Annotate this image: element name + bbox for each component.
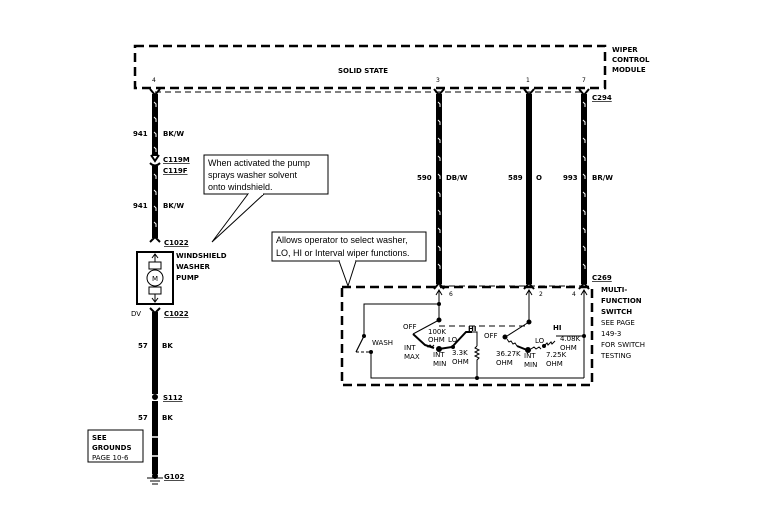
circuit-589-number: 589 xyxy=(508,174,523,182)
module-pin-7: 7 xyxy=(582,77,586,84)
circuit-941b-number: 941 xyxy=(133,202,148,210)
label-3.3k-2: OHM xyxy=(452,358,469,366)
switch-pin-2: 2 xyxy=(539,291,543,298)
circuit-57-number: 57 xyxy=(138,342,148,350)
circuit-57b-color: BK xyxy=(162,414,173,422)
circuit-57-color: BK xyxy=(162,342,173,350)
wire-57-upper xyxy=(152,312,158,394)
g102-label: G102 xyxy=(164,473,184,481)
wire-941-upper xyxy=(149,88,161,156)
switch-callout-line1: Allows operator to select washer, xyxy=(276,235,408,245)
label-36.27k-2: OHM xyxy=(496,359,513,367)
splice-s112-dot xyxy=(152,394,158,400)
wire-941-lower xyxy=(149,166,161,243)
pump-name-line2: WASHER xyxy=(176,263,211,271)
circuit-589-color: O xyxy=(536,174,542,182)
module-pin-1: 1 xyxy=(526,77,530,84)
grounds-note-line3: PAGE 10-6 xyxy=(92,454,129,462)
c1022-bottom-label: C1022 xyxy=(164,310,189,318)
switch-name-line2: FUNCTION xyxy=(601,297,642,305)
wire-590 xyxy=(433,88,445,290)
pump-name-line3: PUMP xyxy=(176,274,199,282)
pin-dv-label: DV xyxy=(131,310,141,318)
c1022-top-label: C1022 xyxy=(164,239,189,247)
module-name-line3: MODULE xyxy=(612,66,646,74)
label-3.3k-1: 3.3K xyxy=(452,349,468,357)
wire-57-lower xyxy=(152,401,158,474)
wiper-control-module: SOLID STATE 4 3 1 7 WIPER CONTROL MODULE xyxy=(133,44,650,90)
circuit-941-number: 941 xyxy=(133,130,148,138)
label-4.08k-1: 4.08K xyxy=(560,335,581,343)
label-off-2: OFF xyxy=(484,332,498,340)
module-pin-4: 4 xyxy=(152,77,156,84)
label-int-max-2: MAX xyxy=(404,353,420,361)
c119m-label: C119M xyxy=(163,156,190,164)
motor-symbol: M xyxy=(152,275,158,283)
wire-993 xyxy=(578,88,590,290)
pump-callout-line2: sprays washer solvent xyxy=(208,170,298,180)
c119f-label: C119F xyxy=(163,167,188,175)
label-7.25k-1: 7.25K xyxy=(546,351,567,359)
multifunction-switch xyxy=(340,285,594,387)
pump-callout-line3: onto windshield. xyxy=(208,182,273,192)
switch-note-line2: 149-3 xyxy=(601,330,621,338)
circuit-993-number: 993 xyxy=(563,174,578,182)
label-100k-2: OHM xyxy=(428,336,445,344)
label-off-1: OFF xyxy=(403,323,417,331)
switch-note-line3: FOR SWITCH xyxy=(601,341,645,349)
switch-callout: Allows operator to select washer, LO, HI… xyxy=(271,231,427,288)
switch-callout-line2: LO, HI or Interval wiper functions. xyxy=(276,248,410,258)
motor-icon xyxy=(146,269,164,287)
c294-label: C294 xyxy=(592,94,612,102)
label-lo-1: LO xyxy=(448,336,458,344)
switch-note-line1: SEE PAGE xyxy=(601,319,635,327)
label-int-min-2a: INT xyxy=(524,352,536,360)
label-int-min-1b: MIN xyxy=(433,360,446,368)
label-hi-1: HI xyxy=(468,325,476,333)
switch-pin-4: 4 xyxy=(572,291,576,298)
label-lo-2: LO xyxy=(535,337,545,345)
label-hi-2: HI xyxy=(553,324,561,332)
circuit-941b-color: BK/W xyxy=(163,202,184,210)
module-inner-label: SOLID STATE xyxy=(338,67,388,75)
circuit-941-color: BK/W xyxy=(163,130,184,138)
pump-callout: When activated the pump sprays washer so… xyxy=(203,154,329,243)
ground-icon xyxy=(147,473,163,485)
label-4.08k-2: OHM xyxy=(560,344,577,352)
label-int-min-1a: INT xyxy=(433,351,445,359)
switch-name-line3: SWITCH xyxy=(601,308,632,316)
circuit-590-number: 590 xyxy=(417,174,432,182)
module-name-line2: CONTROL xyxy=(612,56,650,64)
wire-589 xyxy=(523,88,535,290)
pump-callout-line1: When activated the pump xyxy=(208,158,310,168)
label-100k-1: 100K xyxy=(428,328,446,336)
circuit-57b-number: 57 xyxy=(138,414,148,422)
switch-name-line1: MULTI- xyxy=(601,286,627,294)
grounds-note-line1: SEE xyxy=(92,434,107,442)
module-name-line1: WIPER xyxy=(612,46,638,54)
pump-name-line1: WINDSHIELD xyxy=(176,252,227,260)
label-36.27k-1: 36.27K xyxy=(496,350,521,358)
label-7.25k-2: OHM xyxy=(546,360,563,368)
label-int-max-1: INT xyxy=(404,344,416,352)
c269-label: C269 xyxy=(592,274,612,282)
switch-pin-6: 6 xyxy=(449,291,453,298)
label-wash: WASH xyxy=(372,339,393,347)
label-int-min-2b: MIN xyxy=(524,361,537,369)
switch-note-line4: TESTING xyxy=(600,352,631,360)
circuit-993-color: BR/W xyxy=(592,174,613,182)
grounds-note-line2: GROUNDS xyxy=(92,444,131,452)
washer-pump: M xyxy=(136,251,174,305)
module-pin-3: 3 xyxy=(436,77,440,84)
c119-connector xyxy=(149,154,161,167)
s112-label: S112 xyxy=(163,394,183,402)
circuit-590-color: DB/W xyxy=(446,174,468,182)
grounds-note: SEE GROUNDS PAGE 10-6 xyxy=(87,429,144,463)
